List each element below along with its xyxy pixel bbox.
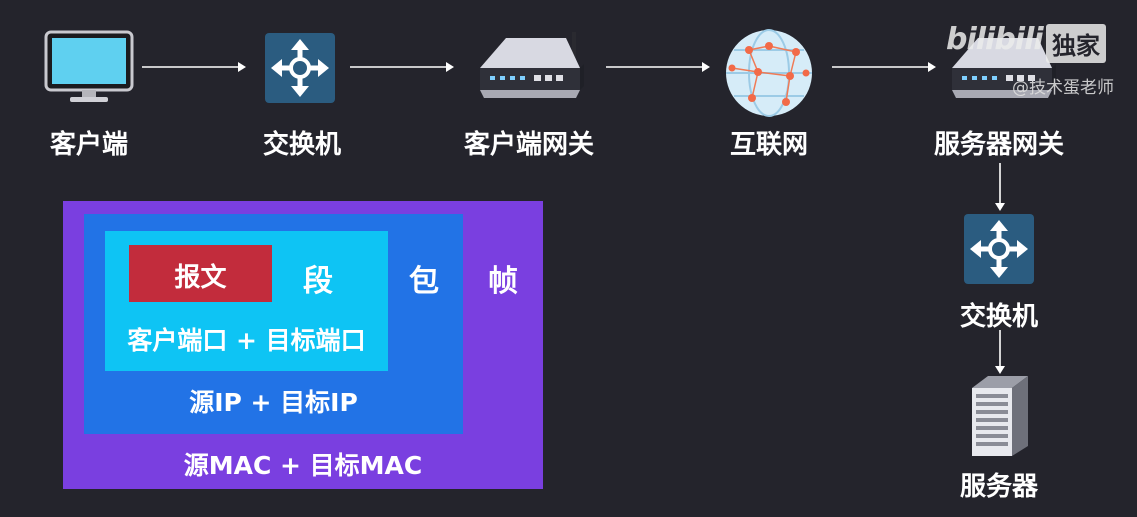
arrow-switch-to-gateway — [350, 62, 454, 72]
switch2-icon — [964, 214, 1034, 284]
message-block — [129, 245, 272, 302]
author-credit: @技术蛋老师 — [1012, 78, 1114, 98]
server-label: 服务器 — [959, 472, 1039, 502]
arrow-switch2-to-server — [995, 330, 1005, 374]
arrow-client-to-switch — [142, 62, 246, 72]
mac-header-label: 源MAC + 目标MAC — [183, 451, 423, 480]
frame-label: 帧 — [488, 264, 518, 299]
ip-header-label: 源IP + 目标IP — [189, 388, 358, 417]
internet-globe-icon — [726, 29, 812, 117]
arrow-server-gateway-to-switch — [995, 163, 1005, 211]
segment-label: 段 — [303, 264, 333, 299]
bilibili-logo: bilibili — [946, 22, 1044, 57]
server-tower-icon — [972, 376, 1028, 456]
server-gateway-label: 服务器网关 — [933, 130, 1065, 160]
packet-label: 包 — [409, 264, 439, 299]
internet-label: 互联网 — [729, 130, 809, 160]
switch2-label: 交换机 — [959, 302, 1039, 332]
switch-icon — [265, 33, 335, 103]
arrow-gateway-to-internet — [606, 62, 710, 72]
exclusive-badge: 独家 — [1046, 24, 1106, 63]
message-label: 报文 — [174, 263, 227, 293]
client-gateway-router-icon — [480, 32, 584, 98]
arrow-internet-to-server-gateway — [832, 62, 936, 72]
client-gateway-label: 客户端网关 — [463, 130, 595, 160]
port-header-label: 客户端口 + 目标端口 — [127, 326, 366, 355]
client-label: 客户端 — [49, 130, 129, 160]
switch-label: 交换机 — [262, 130, 342, 160]
client-monitor-icon — [44, 30, 134, 102]
